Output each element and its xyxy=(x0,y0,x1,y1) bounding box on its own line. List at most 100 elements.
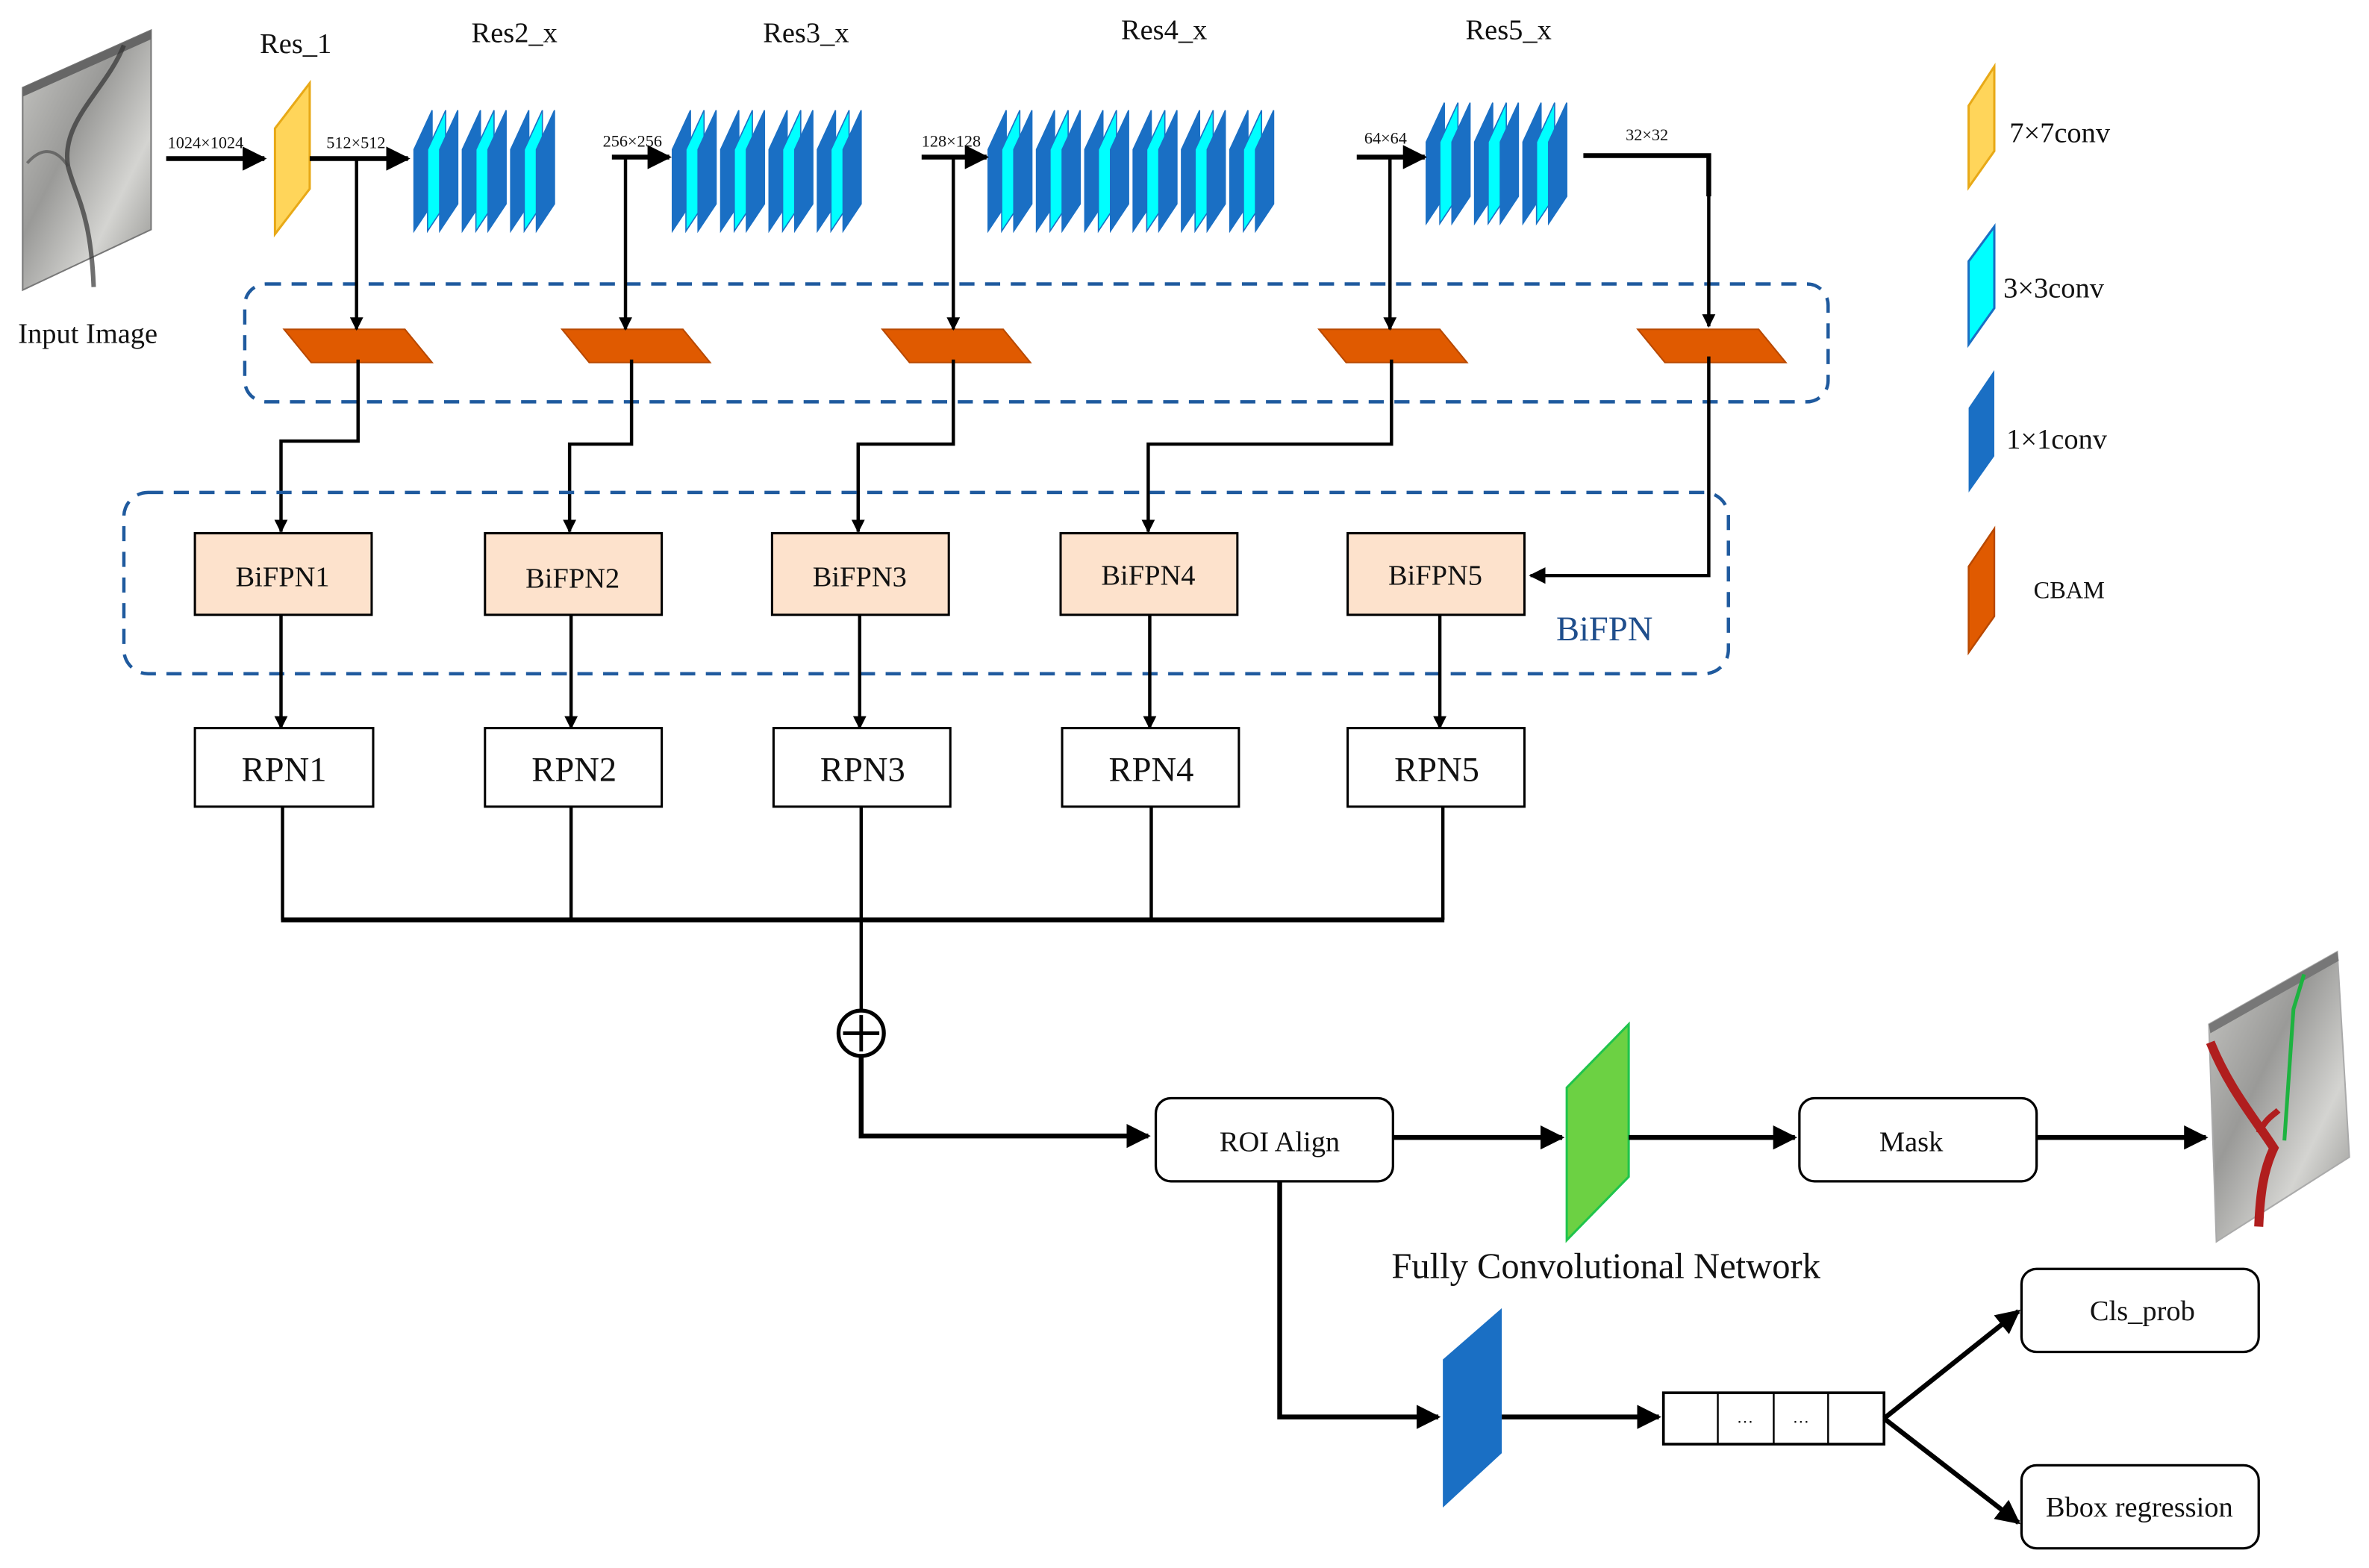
svg-text:BiFPN2: BiFPN2 xyxy=(525,563,619,594)
rpn-merge-bus xyxy=(281,806,1445,1010)
output-image xyxy=(2206,950,2350,1243)
conv1-layer xyxy=(697,110,717,234)
legend-item-conv7: 7×7conv xyxy=(1967,62,2111,191)
conv7-block xyxy=(273,79,311,238)
cbam-group-box xyxy=(243,282,1830,404)
conv1-layer xyxy=(1110,110,1129,234)
size-label-res2: 256×256 xyxy=(603,131,662,150)
conv1-layer xyxy=(535,110,555,234)
bifpn-to-rpn-lines xyxy=(274,614,1447,730)
conv1-layer xyxy=(1255,110,1275,234)
stage-stack-res4 xyxy=(987,110,1275,234)
sum-to-roi-arrow xyxy=(858,1055,1151,1149)
rpn-node-5: RPN5 xyxy=(1346,727,1526,808)
fc-cell-3: … xyxy=(1793,1408,1809,1427)
vector-to-cls-arrow xyxy=(1882,1309,2020,1421)
svg-text:RPN2: RPN2 xyxy=(531,751,617,789)
svg-text:RPN5: RPN5 xyxy=(1394,751,1479,789)
rpn-node-1: RPN1 xyxy=(193,727,375,808)
stage-label-res1: Res_1 xyxy=(260,28,331,60)
stage-label-res2: Res2_x xyxy=(472,18,558,49)
legend-swatch-cbam xyxy=(1967,525,1996,656)
cbam-row xyxy=(282,328,1788,363)
bifpn-node-5: BiFPN5 xyxy=(1346,531,1526,616)
cbam-block-4 xyxy=(1317,328,1469,363)
size-label-res4: 64×64 xyxy=(1364,128,1407,147)
res5-output-line xyxy=(1583,153,1711,197)
vector-to-bbox-arrow xyxy=(1882,1416,2020,1525)
input-image xyxy=(22,28,152,292)
conv1-layer xyxy=(1451,102,1471,226)
backbone-stacks xyxy=(413,102,1567,234)
svg-text:RPN4: RPN4 xyxy=(1109,751,1194,789)
legend-label-cbam: CBAM xyxy=(2034,578,2105,605)
bifpn-node-1: BiFPN1 xyxy=(193,531,373,616)
cbam-block-2 xyxy=(560,328,712,363)
conv1-layer xyxy=(439,110,459,234)
bbox-regression-box: Bbox regression xyxy=(2020,1464,2260,1550)
conv1-layer xyxy=(793,110,814,234)
rpn-nodes: RPN1 RPN2 RPN3 RPN4 RPN5 xyxy=(193,727,1526,808)
rpn-node-4: RPN4 xyxy=(1061,727,1240,808)
sum-node xyxy=(836,1008,886,1058)
legend-swatch-conv7 xyxy=(1967,62,1996,191)
svg-text:BiFPN1: BiFPN1 xyxy=(235,561,329,593)
bifpn-node-4: BiFPN4 xyxy=(1059,531,1239,616)
conv1-layer xyxy=(1061,110,1082,234)
legend-item-cbam: CBAM xyxy=(1967,525,2105,656)
svg-text:RPN1: RPN1 xyxy=(242,751,327,789)
conv1-layer xyxy=(842,110,862,234)
roi-to-fc-arrow xyxy=(1277,1181,1441,1429)
fcn-label: Fully Convolutional Network xyxy=(1391,1246,1820,1286)
legend: 7×7conv 3×3conv 1×1conv CBAM xyxy=(1967,62,2111,656)
conv1-layer xyxy=(1548,102,1567,226)
cbam-to-bifpn-lines xyxy=(274,356,1711,584)
stage-label-res5: Res5_x xyxy=(1466,15,1552,46)
bifpn-nodes: BiFPN1 BiFPN2 BiFPN3 BiFPN4 BiFPN5 xyxy=(193,531,1526,616)
legend-swatch-conv1 xyxy=(1968,369,1994,493)
svg-text:BiFPN3: BiFPN3 xyxy=(813,561,907,593)
conv1-layer xyxy=(746,110,766,234)
svg-text:ROI Align: ROI Align xyxy=(1220,1126,1340,1158)
fcn-block xyxy=(1565,1021,1630,1243)
svg-text:Bbox regression: Bbox regression xyxy=(2046,1492,2233,1523)
legend-swatch-conv3 xyxy=(1967,223,1996,349)
svg-text:BiFPN5: BiFPN5 xyxy=(1388,560,1482,591)
stage-label-res4: Res4_x xyxy=(1121,15,1207,46)
conv1-layer xyxy=(1013,110,1033,234)
bifpn-group-label: BiFPN xyxy=(1556,610,1652,649)
size-label-res3: 128×128 xyxy=(922,131,981,150)
conv1-layer xyxy=(1206,110,1226,234)
fc-vector: … … xyxy=(1661,1391,1886,1446)
stage-stack-res3 xyxy=(671,110,862,234)
bifpn-group-box xyxy=(122,490,1730,675)
legend-item-conv1: 1×1conv xyxy=(1968,369,2108,493)
stage-stack-res5 xyxy=(1426,102,1567,226)
svg-text:BiFPN4: BiFPN4 xyxy=(1101,560,1195,591)
size-label-res1: 512×512 xyxy=(326,133,385,152)
legend-item-conv3: 3×3conv xyxy=(1967,223,2105,349)
svg-text:Cls_prob: Cls_prob xyxy=(2090,1296,2195,1327)
svg-text:Mask: Mask xyxy=(1879,1126,1944,1158)
cbam-block-5 xyxy=(1636,328,1788,363)
cbam-block-1 xyxy=(282,328,434,363)
conv1-layer xyxy=(1158,110,1178,234)
size-label-res5: 32×32 xyxy=(1626,125,1668,144)
input-image-label: Input Image xyxy=(18,318,157,349)
backbone-to-cbam-lines xyxy=(349,155,1716,331)
legend-label-conv3: 3×3conv xyxy=(2003,273,2105,304)
legend-label-conv7: 7×7conv xyxy=(2009,117,2111,149)
svg-text:RPN3: RPN3 xyxy=(820,751,905,789)
conv1-layer xyxy=(487,110,507,234)
cbam-block-3 xyxy=(881,328,1032,363)
cls-prob-box: Cls_prob xyxy=(2020,1267,2260,1354)
roi-align-box: ROI Align xyxy=(1154,1096,1394,1183)
fc-cell-2: … xyxy=(1737,1408,1753,1427)
mask-box: Mask xyxy=(1798,1096,2038,1183)
size-label-input: 1024×1024 xyxy=(168,133,244,152)
bifpn-node-2: BiFPN2 xyxy=(484,531,664,616)
conv1-layer xyxy=(1499,102,1520,226)
fc-conv-block xyxy=(1443,1308,1502,1508)
legend-label-conv1: 1×1conv xyxy=(2006,424,2108,455)
